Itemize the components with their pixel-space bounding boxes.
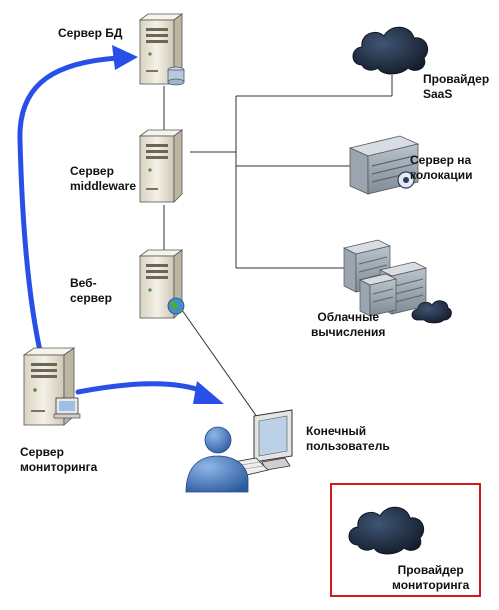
web-server-label-line: сервер: [70, 291, 112, 305]
end-user-label: Конечный пользователь: [306, 424, 390, 454]
saas-provider-label: Провайдер SaaS: [423, 72, 489, 102]
end-user-label-line: Конечный: [306, 424, 367, 438]
middleware-server-label-line: Сервер: [70, 164, 114, 178]
colocation-server-label: Сервер на колокации: [410, 153, 472, 183]
monitoring-provider-label-line: Провайдер: [397, 563, 464, 577]
db-server-label: Сервер БД: [58, 26, 122, 41]
monitoring-server-icon: [22, 347, 81, 426]
middleware-server-label-line: middleware: [70, 179, 137, 193]
cloud-computing-label-line: Облачные: [317, 310, 379, 324]
cloud-computing-label-line: вычисления: [311, 325, 386, 339]
db-server-icon: [138, 13, 185, 86]
saas-cloud-icon: [352, 26, 429, 75]
monitoring-server-label-line: мониторинга: [20, 460, 98, 474]
saas-provider-label-line: Провайдер: [423, 72, 490, 86]
web-server-icon: [138, 249, 185, 319]
monitoring-to-user-arrowhead: [193, 381, 224, 404]
monitoring-provider-highlight: [330, 483, 481, 597]
web-to-user-line: [181, 309, 263, 425]
monitoring-provider-label: Провайдер мониторинга: [392, 563, 469, 593]
colocation-server-label-line: колокации: [410, 168, 473, 182]
monitoring-server-label-line: Сервер: [20, 445, 64, 459]
monitoring-server-label: Сервер мониторинга: [20, 445, 97, 475]
cloud-computing-label: Облачные вычисления: [311, 310, 385, 340]
end-user-label-line: пользователь: [306, 439, 390, 453]
user-at-workstation-icon: [185, 409, 293, 493]
monitoring-to-user-arrow: [75, 381, 208, 395]
connectors: [163, 75, 393, 425]
middleware-server-label: Сервер middleware: [70, 164, 136, 194]
monitor-icon: [253, 409, 293, 471]
monitoring-to-db-arrow: [17, 55, 121, 363]
monitoring-provider-label-line: мониторинга: [392, 578, 470, 592]
monitoring-to-db-arrowhead: [112, 45, 138, 70]
web-server-label-line: Веб-: [70, 276, 97, 290]
user-figure-icon: [185, 426, 249, 493]
colocation-server-label-line: Сервер на: [410, 153, 472, 167]
saas-provider-label-line: SaaS: [423, 87, 453, 101]
web-server-label: Веб- сервер: [70, 276, 112, 306]
rack-server-icon: [348, 135, 420, 195]
monitoring-arrows: [17, 45, 224, 404]
server-cluster-cloud-icon: [342, 239, 452, 324]
monitoring-provider-cloud-icon: [348, 506, 425, 555]
tower-server-icon: [138, 129, 184, 203]
db-server-label-line: Сервер БД: [58, 26, 123, 40]
